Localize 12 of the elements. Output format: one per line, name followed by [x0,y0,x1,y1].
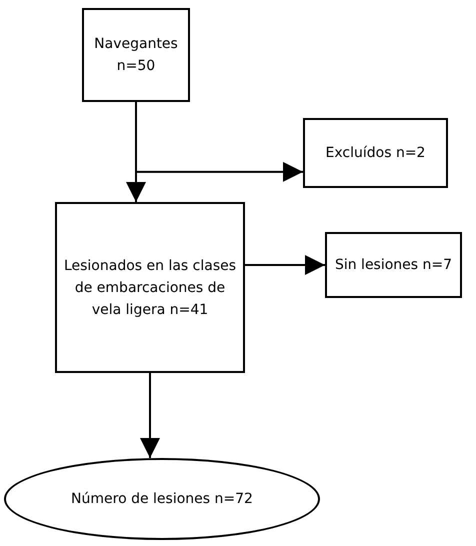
node-text: Número de lesiones n=72 [71,490,253,509]
node-text: Lesionados en las clases de embarcaciones de vela ligera n=41 [62,256,238,320]
arrow [140,373,160,458]
process-box [55,202,245,373]
node-text: Navegantes n=50 [93,35,179,76]
process-box [303,118,448,188]
process-box [82,8,190,102]
process-box [325,232,462,298]
arrow [245,255,325,275]
arrow [135,102,303,182]
node-text: Sin lesiones n=7 [334,256,452,275]
node-text: Excluídos n=2 [326,144,426,163]
